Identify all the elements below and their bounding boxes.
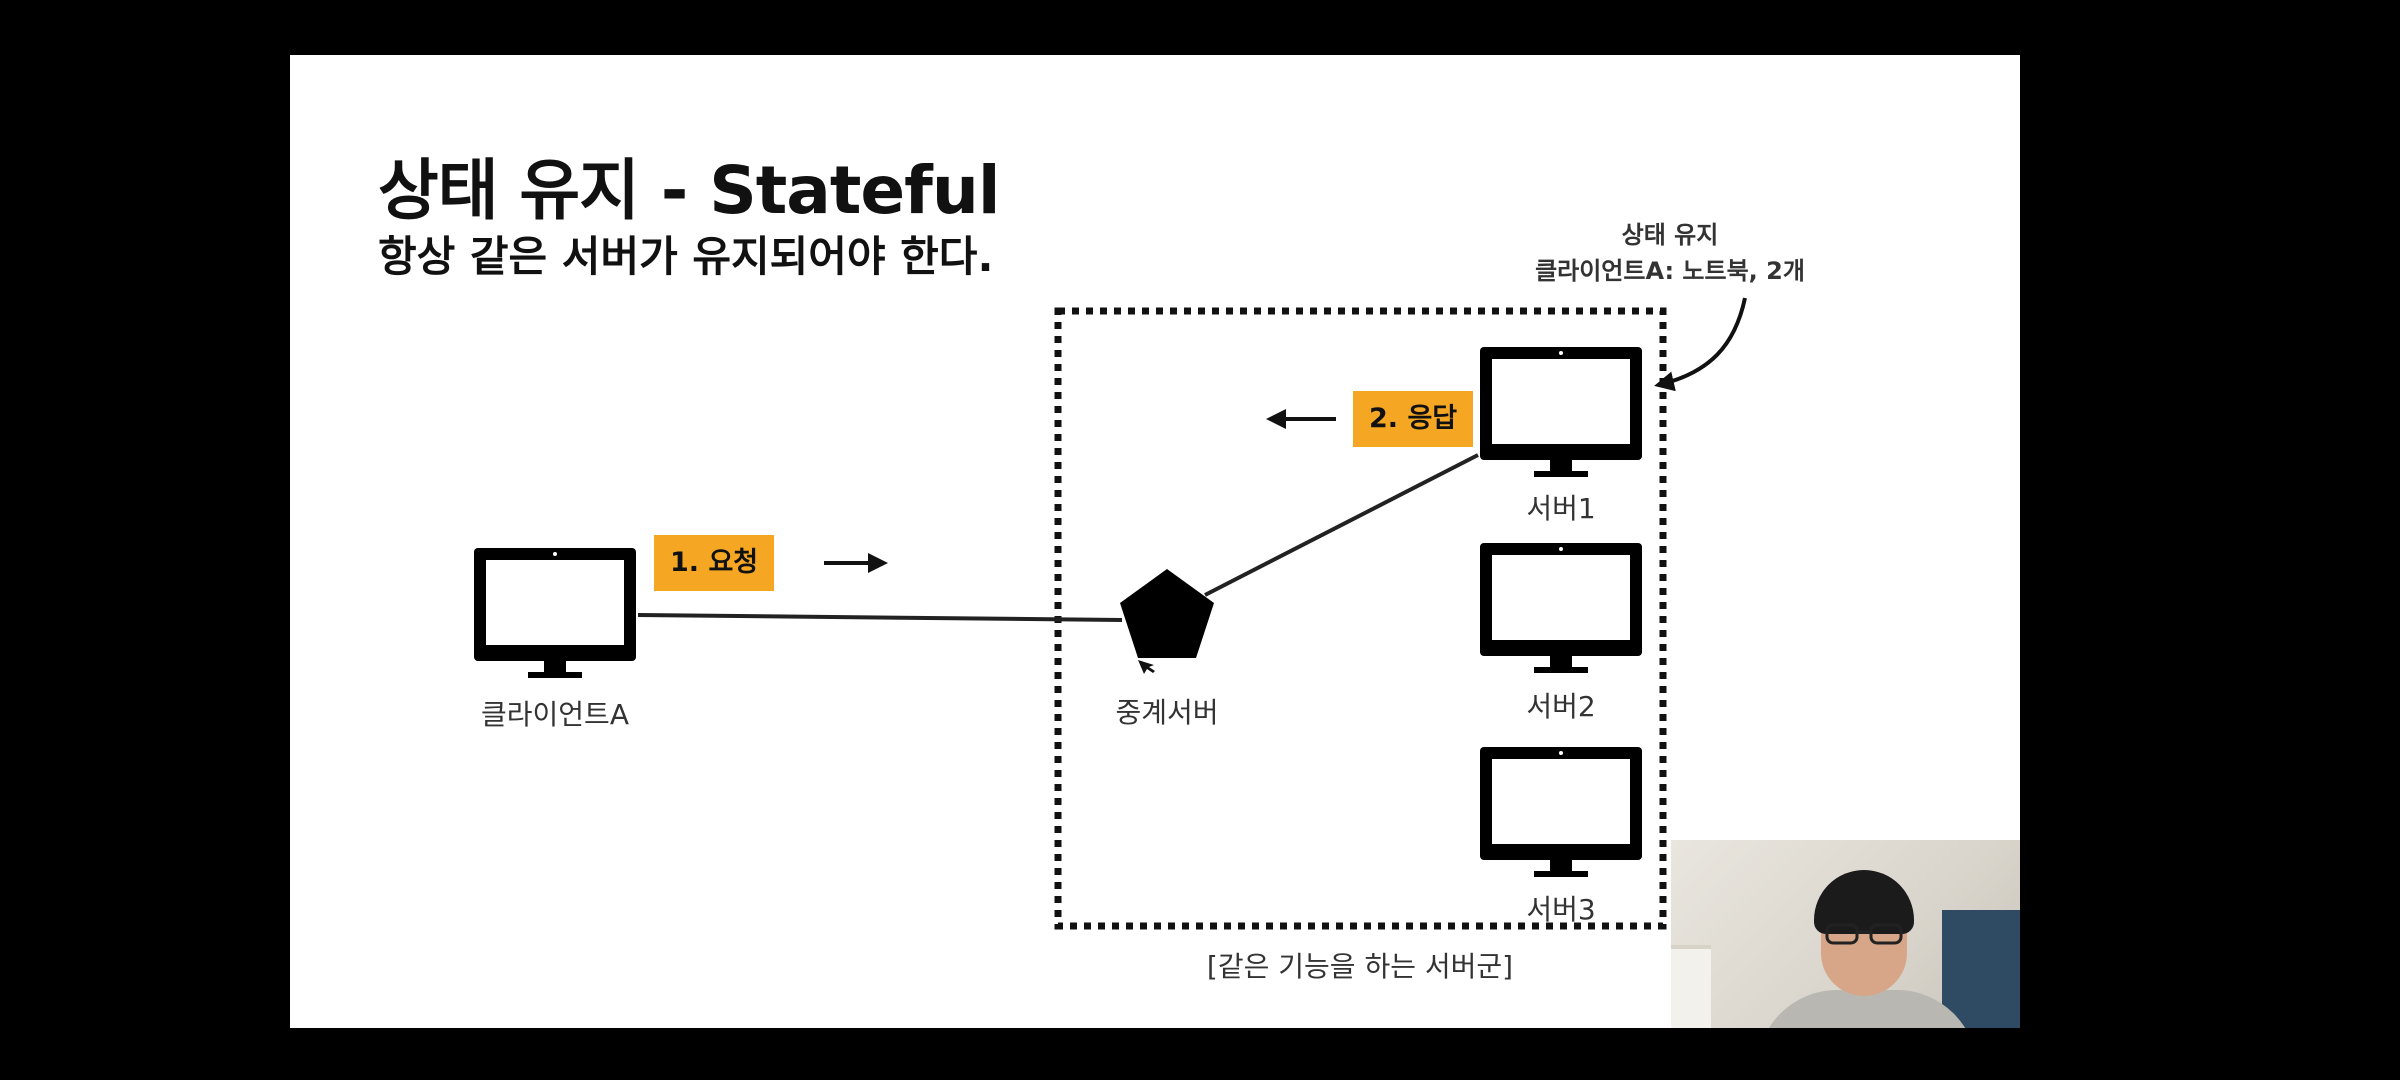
server-cluster-label: [같은 기능을 하는 서버군] bbox=[1206, 950, 1514, 983]
slide-subtitle: 항상 같은 서버가 유지되어야 한다. bbox=[378, 232, 994, 281]
server3-monitor-icon bbox=[1480, 747, 1642, 877]
proxy-server-icon bbox=[1120, 569, 1214, 658]
server2-label: 서버2 bbox=[1526, 690, 1596, 723]
state-annotation-detail: 클라이언트A: 노트북, 2개 bbox=[1535, 257, 1805, 285]
slide: 상태 유지 - Stateful 항상 같은 서버가 유지되어야 한다. 상태 … bbox=[290, 55, 2020, 1028]
client-monitor-icon bbox=[474, 548, 636, 678]
client-label: 클라이언트A bbox=[481, 698, 629, 731]
state-annotation-title: 상태 유지 bbox=[1621, 221, 1719, 249]
annotation-arrow-icon bbox=[1654, 297, 1747, 392]
client-proxy-link bbox=[637, 613, 1123, 622]
response-step-tag: 2. 응답 bbox=[1353, 391, 1474, 447]
architecture-diagram bbox=[474, 297, 1747, 930]
server1-monitor-icon bbox=[1480, 347, 1642, 477]
server3-label: 서버3 bbox=[1526, 893, 1596, 926]
server1-label: 서버1 bbox=[1526, 492, 1596, 525]
webcam-overlay bbox=[1671, 840, 2020, 1028]
glasses-icon bbox=[1825, 923, 1903, 945]
request-step-tag: 1. 요청 bbox=[654, 535, 775, 591]
server2-monitor-icon bbox=[1480, 543, 1642, 673]
proxy-label: 중계서버 bbox=[1115, 696, 1219, 729]
proxy-server1-link bbox=[1204, 453, 1479, 597]
slide-title: 상태 유지 - Stateful bbox=[378, 152, 1000, 229]
state-annotation: 상태 유지 클라이언트A: 노트북, 2개 bbox=[1460, 217, 1880, 289]
cursor-icon bbox=[1138, 660, 1155, 674]
